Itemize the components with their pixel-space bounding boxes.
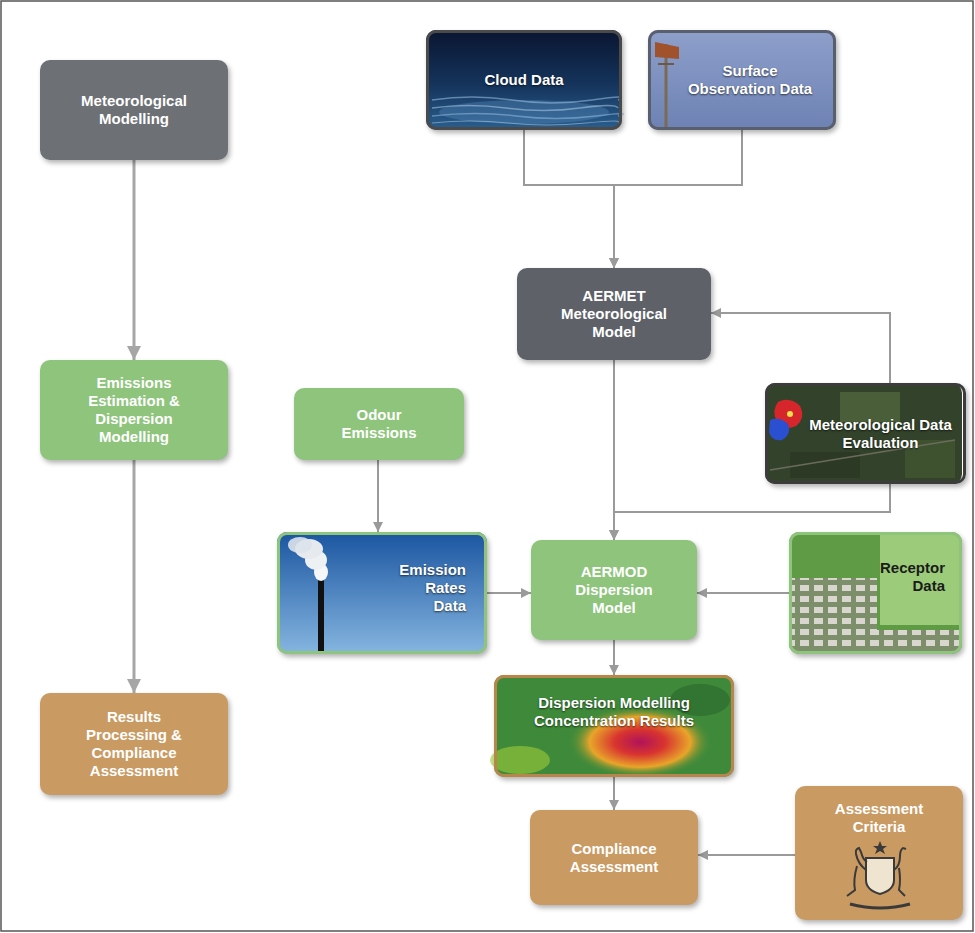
node-label: AERMOD Dispersion Model [559,563,669,617]
flow-arrow [613,640,615,675]
node-label: Meteorological Modelling [64,92,204,128]
flow-arrow [613,360,615,540]
node-label: Meteorological Data Evaluation [808,416,953,452]
flow-arrow [711,313,890,383]
criteria-ground [795,786,963,920]
cloud-streak [432,121,619,125]
cloud-streak [432,106,618,111]
flow-arrow [133,160,136,360]
stage-box: Meteorological Modelling [40,60,228,160]
wind-vane-symbol [655,42,679,59]
node-label: Emission Rates Data [391,561,466,615]
connectors [134,130,890,855]
node-label: Results Processing & Compliance Assessme… [74,708,194,780]
model-box: AERMET Meteorological Model [517,268,711,360]
wind-rose-center [787,411,793,417]
model-box: AERMOD Dispersion Model [531,540,697,640]
stack-image [277,532,487,654]
kangaroo-figure [847,848,867,896]
flow-arrow [613,777,615,810]
flow-arrow [698,854,795,856]
wind-rose-blue [769,419,789,441]
concentration-image [490,675,734,778]
aerial-ground [789,532,962,654]
criteria-box: Assessment Criteria [795,786,963,920]
data-source-box: Meteorological Data Evaluation [765,383,966,484]
crest-scroll [850,904,910,908]
cloud-image-ground [426,30,622,130]
coat-of-arms-symbol [847,841,910,908]
data-source-box: Cloud Data [426,30,622,130]
mast-arm [658,63,674,65]
chimney-symbol [318,575,324,652]
stage-box: Results Processing & Compliance Assessme… [40,693,228,795]
cloud-streak [432,114,624,119]
sky-ground [277,532,487,654]
flow-arrow [524,130,614,268]
emu-figure [894,848,906,896]
cloud-glow [439,100,609,124]
node-label: Compliance Assessment [549,840,679,876]
flow-arrow [133,460,136,693]
flow-arrow [697,592,789,594]
surface-station-image [648,30,836,130]
node-label: Dispersion Modelling Concentration Resul… [514,694,714,730]
input-box: Odour Emissions [294,388,464,460]
assessment-box: Compliance Assessment [530,810,698,905]
results-box: Dispersion Modelling Concentration Resul… [494,675,734,777]
cloud-image [426,30,624,130]
crest-shield [866,858,894,894]
flow-arrow [377,460,379,532]
node-label: AERMET Meteorological Model [544,287,684,341]
flow-arrow [614,130,742,268]
data-input-box: Emission Rates Data [277,532,487,654]
cloud-streak [432,97,622,103]
node-label: Emissions Estimation & Dispersion Modell… [79,374,189,446]
crest-star [873,841,887,854]
node-label: Receptor Data [865,559,945,595]
data-source-box: Surface Observation Data [648,30,836,130]
met-evaluation-image [765,383,962,484]
surface-image-ground [648,30,836,130]
houses-pattern [792,630,959,651]
stage-box: Emissions Estimation & Dispersion Modell… [40,360,228,460]
receptor-image [789,532,962,654]
flow-arrow [487,592,531,594]
node-label: Odour Emissions [329,406,429,442]
contour-patch [490,746,550,774]
plume-puff [288,537,312,553]
node-label: Assessment Criteria [814,800,944,836]
node-label: Cloud Data [484,71,563,89]
satellite-ground [765,383,962,484]
data-input-box: Receptor Data [789,532,962,654]
node-label: Surface Observation Data [685,62,815,98]
criteria-panel [795,786,963,920]
